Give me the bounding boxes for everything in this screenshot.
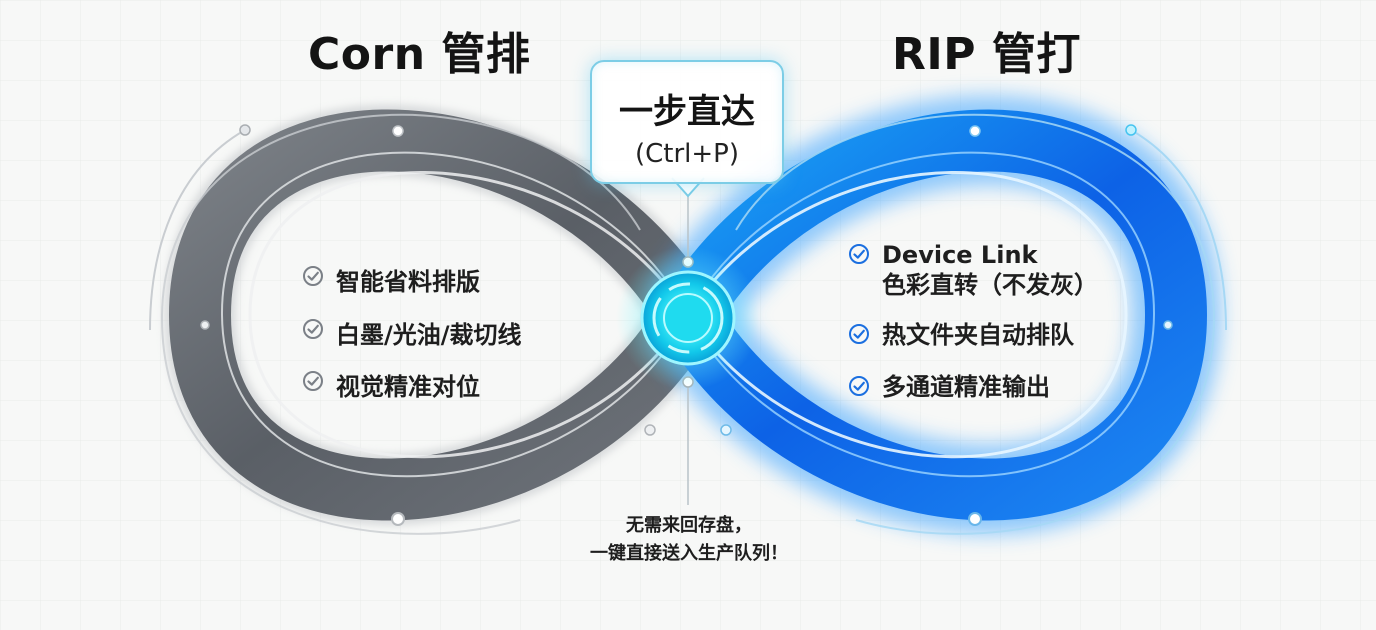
left-feature-label: 视觉精准对位: [336, 373, 480, 401]
check-circle-icon: [303, 319, 323, 339]
left-feature-item: 白墨/光油/裁切线: [302, 315, 522, 350]
left-feature-label: 智能省料排版: [336, 268, 480, 296]
check-circle-icon: [849, 376, 869, 396]
right-loop: [649, 95, 1227, 535]
check-circle-icon: [849, 324, 869, 344]
left-feature-label: 白墨/光油/裁切线: [336, 321, 522, 349]
left-title: Corn 管排: [308, 29, 531, 80]
left-loop: [149, 104, 720, 535]
note-line-1: 无需来回存盘，: [626, 515, 752, 536]
right-feature-sublabel: 色彩直转（不发灰）: [882, 271, 1098, 299]
callout-shortcut-text: (Ctrl+P): [634, 139, 739, 169]
left-feature-item: 智能省料排版: [302, 262, 480, 297]
center-hub: [616, 246, 760, 390]
right-feature-label: 多通道精准输出: [882, 373, 1050, 401]
right-feature-label: 热文件夹自动排队: [882, 321, 1074, 349]
right-feature-label: Device Link: [882, 241, 1038, 269]
right-feature-item: 多通道精准输出: [848, 372, 1050, 402]
callout-main-text: 一步直达: [619, 92, 755, 132]
check-circle-icon: [303, 266, 323, 286]
right-title: RIP 管打: [892, 29, 1081, 80]
check-circle-icon: [849, 244, 869, 264]
shortcut-callout: 一步直达 (Ctrl+P): [590, 60, 784, 184]
right-feature-item: 热文件夹自动排队: [848, 320, 1074, 350]
center-note: 无需来回存盘， 一键直接送入生产队列！: [560, 512, 818, 568]
check-circle-icon: [303, 371, 323, 391]
right-feature-item: Device Link 色彩直转（不发灰）: [848, 240, 1098, 300]
left-feature-item: 视觉精准对位: [302, 367, 480, 402]
note-line-2: 一键直接送入生产队列！: [590, 543, 788, 564]
